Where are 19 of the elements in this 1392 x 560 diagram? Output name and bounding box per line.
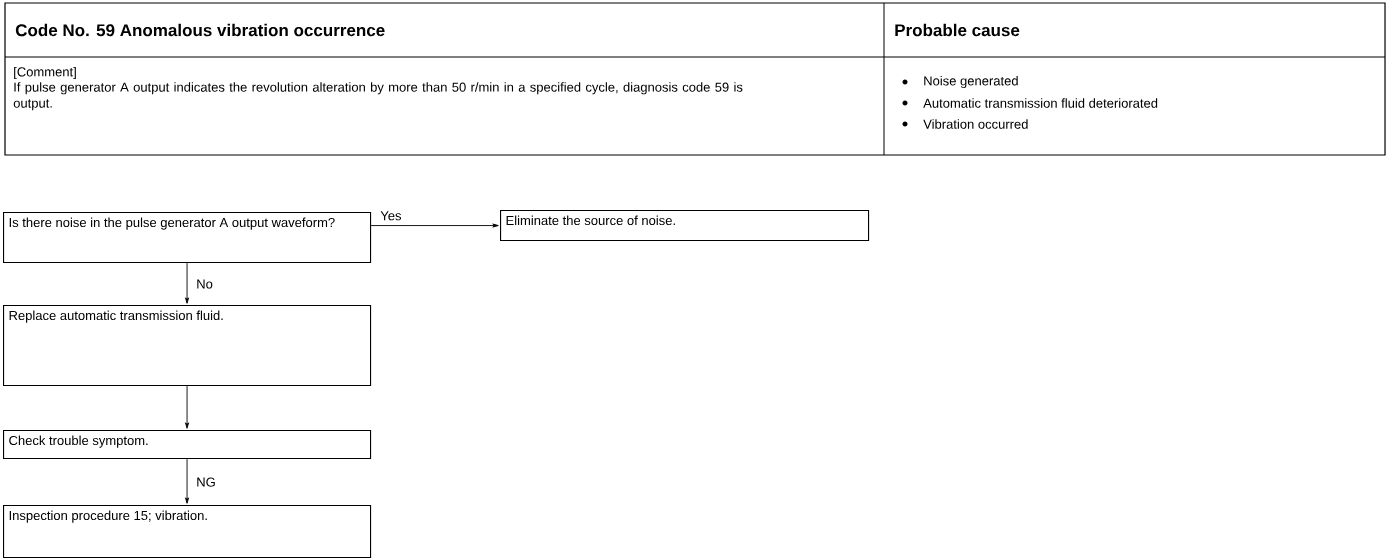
bullet-item: Noise generated — [902, 75, 1018, 89]
arrow — [185, 262, 190, 304]
process-box: Eliminate the source of noise. — [500, 210, 870, 242]
comment-text: If pulse generator A output indicates the revolution alteration by more than 50 r/min in a specified cycle, diagnosis code 59 is output. — [13, 82, 743, 111]
arrow — [185, 458, 190, 504]
edge-label: No — [195, 278, 214, 290]
bullet-item: Automatic transmission fluid deteriorated — [902, 98, 1158, 108]
process-box: Replace automatic transmission fluid. — [3, 305, 372, 387]
process-box: Is there noise in the pulse generator A output waveform? — [3, 212, 372, 264]
header-text: Probable cause — [895, 23, 1020, 37]
process-box: Inspection procedure 15; vibration. — [3, 505, 372, 559]
edge-label: Yes — [379, 210, 403, 222]
arrow — [185, 385, 190, 429]
process-box: Check trouble symptom. — [3, 430, 372, 460]
comment-heading: [Comment] — [14, 66, 76, 80]
arrow — [370, 223, 499, 228]
bullet-item: Vibration occurred — [902, 119, 1028, 129]
edge-label: NG — [195, 476, 217, 488]
header-text: Code No. 59 Anomalous vibration occurrence — [15, 23, 385, 37]
